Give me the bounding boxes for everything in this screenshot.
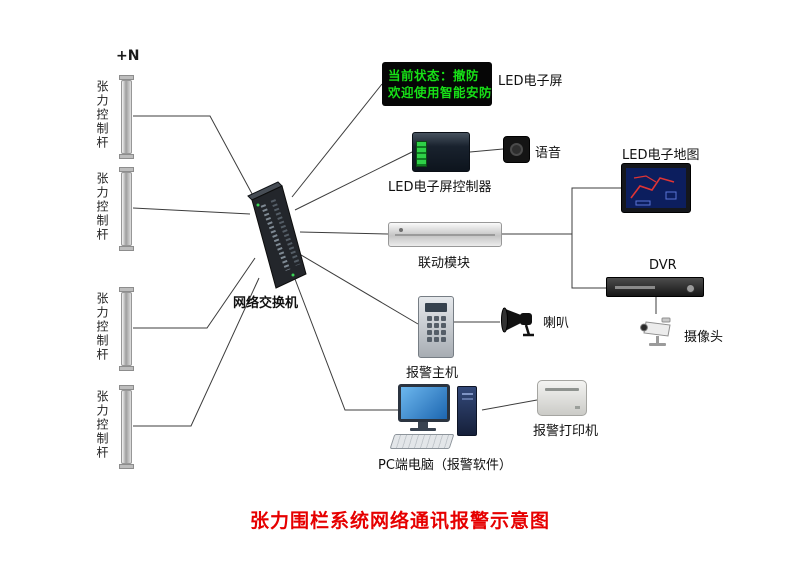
pc-keyboard-icon [389, 434, 455, 449]
led-controller-label: LED电子屏控制器 [388, 180, 492, 195]
voice-speaker-icon [503, 136, 530, 163]
dvr-knob [686, 284, 695, 293]
tension-pole-3: 张力控制杆 [94, 287, 142, 371]
pc-monitor-icon [398, 384, 450, 422]
alarm-printer-icon [537, 380, 587, 416]
tension-pole-3-label: 张力控制杆 [95, 292, 109, 362]
tension-pole-bar-icon [119, 75, 134, 159]
led-map-screen-icon [621, 163, 691, 213]
tension-pole-4: 张力控制杆 [94, 385, 142, 469]
led-display-screen: 当前状态：撤防 欢迎使用智能安防 [382, 62, 492, 106]
tension-pole-bar-icon [119, 385, 134, 469]
linkage-module-label: 联动模块 [418, 256, 471, 271]
led-display-label: LED电子屏 [498, 74, 563, 89]
diagram-title: 张力围栏系统网络通讯报警示意图 [249, 510, 550, 532]
printer-button [575, 406, 580, 409]
dvr-device-icon [606, 277, 704, 297]
pc-label: PC端电脑（报警软件） [378, 458, 512, 473]
led-map-label: LED电子地图 [622, 148, 700, 163]
dvr-slot [615, 286, 655, 289]
printer-label: 报警打印机 [533, 424, 599, 439]
pc-monitor-base [410, 428, 436, 431]
tension-pole-1-label: 张力控制杆 [95, 80, 109, 150]
horn-speaker-icon [501, 307, 534, 337]
pc-tower-icon [457, 386, 477, 436]
pc-monitor-stand [418, 422, 428, 428]
tension-pole-1: 张力控制杆 [94, 75, 142, 159]
alarm-host-keypad [426, 316, 446, 342]
linkage-module-icon [388, 222, 502, 247]
tension-pole-bar-icon [119, 167, 134, 251]
pc-tower-vent [462, 393, 473, 395]
pole-count-annotation: +N [116, 48, 140, 64]
alarm-host-icon [418, 296, 454, 358]
alarm-host-label: 报警主机 [406, 366, 459, 381]
led-status-line1: 当前状态：撤防 [388, 68, 480, 83]
network-switch-icon [247, 181, 307, 289]
led-status-line2: 欢迎使用智能安防 [388, 85, 493, 100]
pc-tower-vent [462, 398, 473, 400]
alarm-host-screen [425, 303, 447, 312]
tension-pole-2-label: 张力控制杆 [95, 172, 109, 242]
map-trace-graphic [626, 168, 686, 208]
linkage-led-dot [399, 228, 403, 232]
led-controller-icon [412, 132, 470, 172]
tension-pole-2: 张力控制杆 [94, 167, 142, 251]
horn-label: 喇叭 [543, 316, 570, 331]
voice-label: 语音 [535, 146, 562, 161]
printer-paper-slot [545, 388, 579, 391]
terminal-block-icon [416, 141, 427, 167]
tension-pole-4-label: 张力控制杆 [95, 390, 109, 460]
dvr-label: DVR [649, 258, 677, 273]
cctv-camera-icon [640, 317, 671, 346]
camera-label: 摄像头 [684, 330, 724, 345]
tension-pole-bar-icon [119, 287, 134, 371]
linkage-groove [395, 234, 495, 236]
network-switch-label: 网络交换机 [233, 296, 299, 311]
